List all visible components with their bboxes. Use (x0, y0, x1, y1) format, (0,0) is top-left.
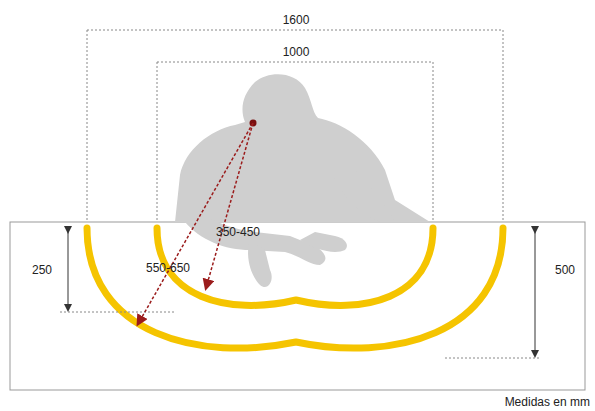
dimension-label: 1000 (283, 45, 310, 59)
normal-reach-arc (157, 228, 433, 305)
units-note: Medidas en mm (505, 395, 590, 409)
reach-arrow (206, 123, 253, 288)
dimension-arrow (535, 230, 536, 354)
reach-label: 350-450 (216, 225, 260, 239)
reach-label: 550-650 (146, 261, 190, 275)
dimension-guides (60, 30, 540, 358)
dimension-arrow (68, 230, 69, 308)
reach-arrow (138, 123, 253, 324)
dimension-label: 250 (32, 263, 52, 277)
dimension-label: 1600 (283, 13, 310, 27)
dimension-label: 500 (555, 263, 575, 277)
worker-silhouette (175, 74, 430, 287)
max-reach-arc (87, 228, 503, 348)
